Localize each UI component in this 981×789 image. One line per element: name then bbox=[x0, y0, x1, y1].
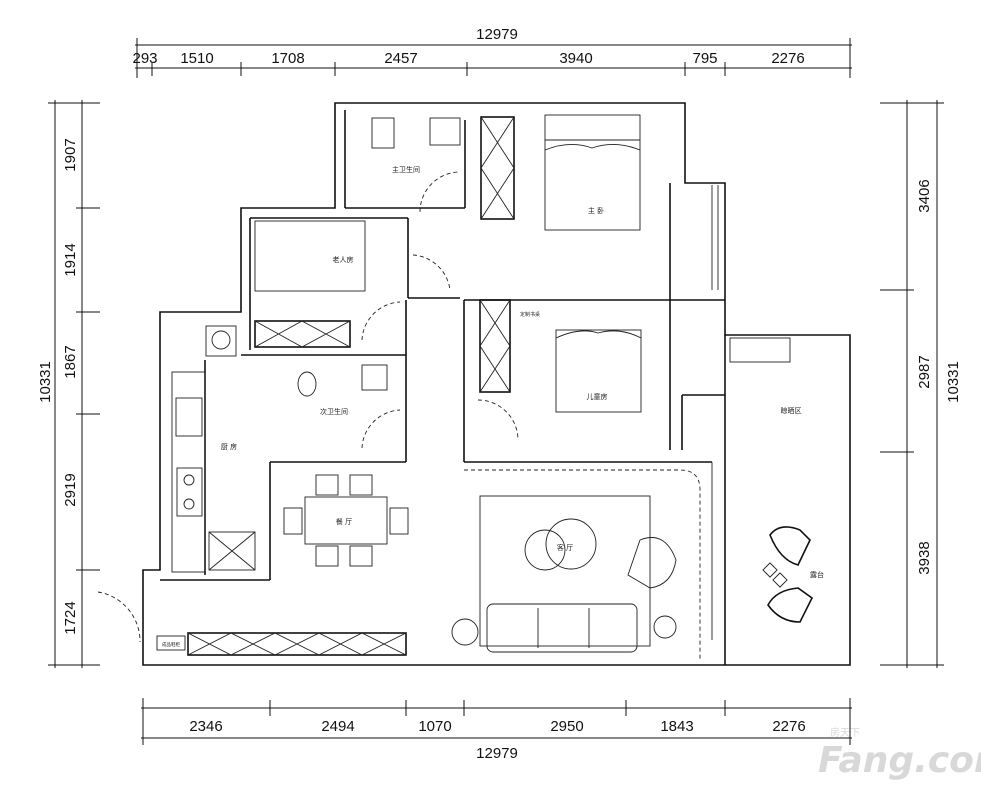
dimension: 2457 bbox=[384, 50, 417, 67]
room-label-second-bath: 次卫生间 bbox=[320, 407, 348, 416]
bottom-dimension-chain bbox=[141, 698, 852, 745]
basin-icon bbox=[361, 364, 388, 391]
room-label-living: 客 厅 bbox=[557, 543, 573, 552]
room-label-kitchen: 厨 房 bbox=[221, 442, 237, 451]
shoe-cabinet bbox=[187, 632, 407, 656]
washing-machine-icon bbox=[205, 325, 237, 357]
dimension: 3940 bbox=[559, 50, 592, 67]
bed bbox=[254, 220, 366, 292]
dimension: 2276 bbox=[771, 50, 804, 67]
dining-table bbox=[304, 496, 388, 545]
right-dimension-chain bbox=[880, 100, 944, 668]
rug bbox=[479, 495, 651, 647]
dimension: 795 bbox=[692, 50, 717, 67]
sink-icon bbox=[175, 397, 203, 437]
room-label-terrace: 露台 bbox=[810, 570, 824, 579]
right-total-dimension: 10331 bbox=[945, 361, 962, 403]
label-shoe-cabinet: 成品鞋柜 bbox=[162, 641, 180, 648]
dimension: 2919 bbox=[62, 473, 79, 506]
left-total-dimension: 10331 bbox=[37, 361, 54, 403]
watermark-site: Fang.com bbox=[818, 740, 981, 781]
furniture bbox=[97, 114, 814, 660]
room-label-master-bath: 主卫生间 bbox=[392, 165, 420, 174]
top-total-dimension: 12979 bbox=[476, 26, 518, 43]
room-label-drying-area: 晾晒区 bbox=[781, 406, 802, 415]
dimension: 2346 bbox=[189, 718, 222, 735]
dimension: 1867 bbox=[62, 345, 79, 378]
dimension: 1510 bbox=[180, 50, 213, 67]
side-table-lamp-icon bbox=[451, 618, 479, 646]
coffee-table bbox=[545, 518, 597, 570]
stove-icon bbox=[176, 467, 203, 517]
dimension: 293 bbox=[132, 50, 157, 67]
armchair bbox=[627, 537, 677, 589]
basin-icon bbox=[429, 117, 461, 146]
dimension: 1907 bbox=[62, 138, 79, 171]
wardrobe bbox=[480, 116, 515, 220]
dimension: 3938 bbox=[916, 541, 933, 574]
left-dimension-chain bbox=[48, 100, 100, 668]
dimension: 1724 bbox=[62, 601, 79, 634]
sofa bbox=[486, 603, 638, 653]
room-label-dining: 餐 厅 bbox=[336, 517, 352, 526]
dimension: 1914 bbox=[62, 243, 79, 276]
dimension: 2987 bbox=[916, 355, 933, 388]
room-label-master-bedroom: 主 卧 bbox=[588, 206, 604, 215]
dimension: 2494 bbox=[321, 718, 354, 735]
dimension: 3406 bbox=[916, 179, 933, 212]
watermark-brand: 房天下 bbox=[830, 726, 860, 739]
room-label-elder-room: 老人房 bbox=[333, 255, 354, 264]
toilet-icon bbox=[297, 371, 317, 397]
dimension: 1708 bbox=[271, 50, 304, 67]
side-table-lamp-icon bbox=[653, 615, 677, 639]
dimension: 1843 bbox=[660, 718, 693, 735]
dimension: 2276 bbox=[772, 718, 805, 735]
terrace-chair bbox=[769, 526, 811, 566]
wardrobe bbox=[254, 320, 351, 348]
top-dimension-chain bbox=[135, 38, 852, 78]
bottom-total-dimension: 12979 bbox=[476, 745, 518, 762]
label-custom-desk: 定制书桌 bbox=[520, 311, 540, 318]
dimension: 1070 bbox=[418, 718, 451, 735]
bed bbox=[555, 329, 642, 413]
walls bbox=[142, 102, 851, 666]
dimension: 2950 bbox=[550, 718, 583, 735]
wardrobe bbox=[479, 299, 511, 393]
room-label-kids-room: 儿童房 bbox=[587, 392, 608, 401]
toilet-icon bbox=[371, 117, 395, 149]
bed bbox=[544, 139, 641, 231]
terrace-chair bbox=[767, 587, 814, 623]
